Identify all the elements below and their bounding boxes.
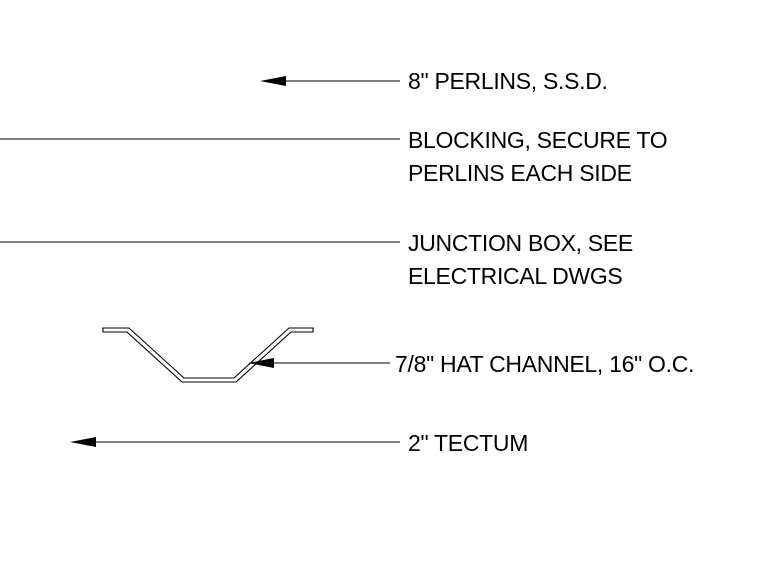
tectum-label: 2" TECTUM bbox=[408, 430, 528, 456]
callout-perlins: 8" PERLINS, S.S.D. bbox=[260, 68, 608, 94]
perlins-label: 8" PERLINS, S.S.D. bbox=[408, 68, 608, 94]
junction-box-label-line-1: JUNCTION BOX, SEE bbox=[408, 230, 633, 256]
perlins-arrowhead-icon bbox=[260, 76, 286, 86]
hat-channel-arrowhead-icon bbox=[248, 358, 274, 368]
hat-channel-label: 7/8" HAT CHANNEL, 16" O.C. bbox=[395, 351, 694, 377]
junction-box-label-line-2: ELECTRICAL DWGS bbox=[408, 263, 622, 289]
callout-tectum: 2" TECTUM bbox=[70, 430, 528, 456]
blocking-label-line-2: PERLINS EACH SIDE bbox=[408, 160, 632, 186]
tectum-arrowhead-icon bbox=[70, 437, 96, 447]
hat-channel-profile bbox=[102, 327, 314, 383]
callout-junction-box: JUNCTION BOX, SEE ELECTRICAL DWGS bbox=[0, 230, 633, 289]
hat-channel-shape bbox=[102, 327, 314, 383]
blocking-label-line-1: BLOCKING, SECURE TO bbox=[408, 127, 667, 153]
callout-hat-channel: 7/8" HAT CHANNEL, 16" O.C. bbox=[248, 351, 694, 377]
callout-blocking: BLOCKING, SECURE TO PERLINS EACH SIDE bbox=[0, 127, 668, 186]
